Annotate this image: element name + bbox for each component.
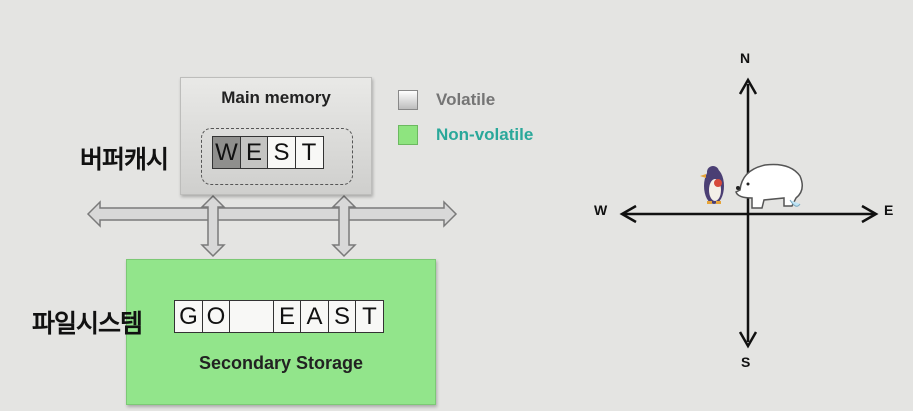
main-memory-title: Main memory: [221, 88, 331, 107]
buffer-cell: W: [212, 136, 241, 169]
vertical-arrow-left: [200, 194, 226, 258]
compass-north-label: N: [740, 50, 751, 66]
west-arrowhead: [619, 204, 637, 224]
file-cell: G: [174, 300, 203, 333]
horizontal-bus-arrow: [86, 200, 458, 228]
buffer-cell: E: [239, 136, 269, 169]
legend-non-volatile-label: Non-volatile: [436, 125, 534, 144]
file-cell: S: [327, 300, 357, 333]
file-cell: A: [300, 300, 329, 333]
legend-volatile-label: Volatile: [436, 90, 496, 109]
compass-west-label: W: [594, 202, 608, 218]
file-cell: O: [201, 300, 231, 333]
file-cell-empty: [229, 300, 274, 333]
north-arrowhead: [738, 77, 758, 95]
compass-south-label: S: [741, 354, 751, 370]
file-system-label: 파일시스템: [32, 310, 143, 338]
file-system-cells: G O E A S T: [174, 300, 384, 333]
secondary-storage-title: Secondary Storage: [198, 353, 364, 373]
file-cell: T: [355, 300, 384, 333]
buffer-cache-cells: W E S T: [212, 136, 324, 169]
buffer-cell: S: [267, 136, 296, 169]
vertical-arrow-right: [331, 194, 357, 258]
south-arrowhead: [738, 331, 758, 349]
buffer-cell: T: [294, 136, 324, 169]
buffer-cache-label: 버퍼캐시: [80, 146, 169, 174]
legend-non-volatile-swatch: [398, 125, 418, 145]
compass-east-label: E: [884, 202, 894, 218]
penguin-icon: [700, 166, 724, 204]
polar-bear-icon: [735, 163, 803, 209]
legend-volatile-swatch: [398, 90, 418, 110]
buffer-cache-frame: [201, 128, 353, 185]
east-arrowhead: [861, 204, 879, 224]
